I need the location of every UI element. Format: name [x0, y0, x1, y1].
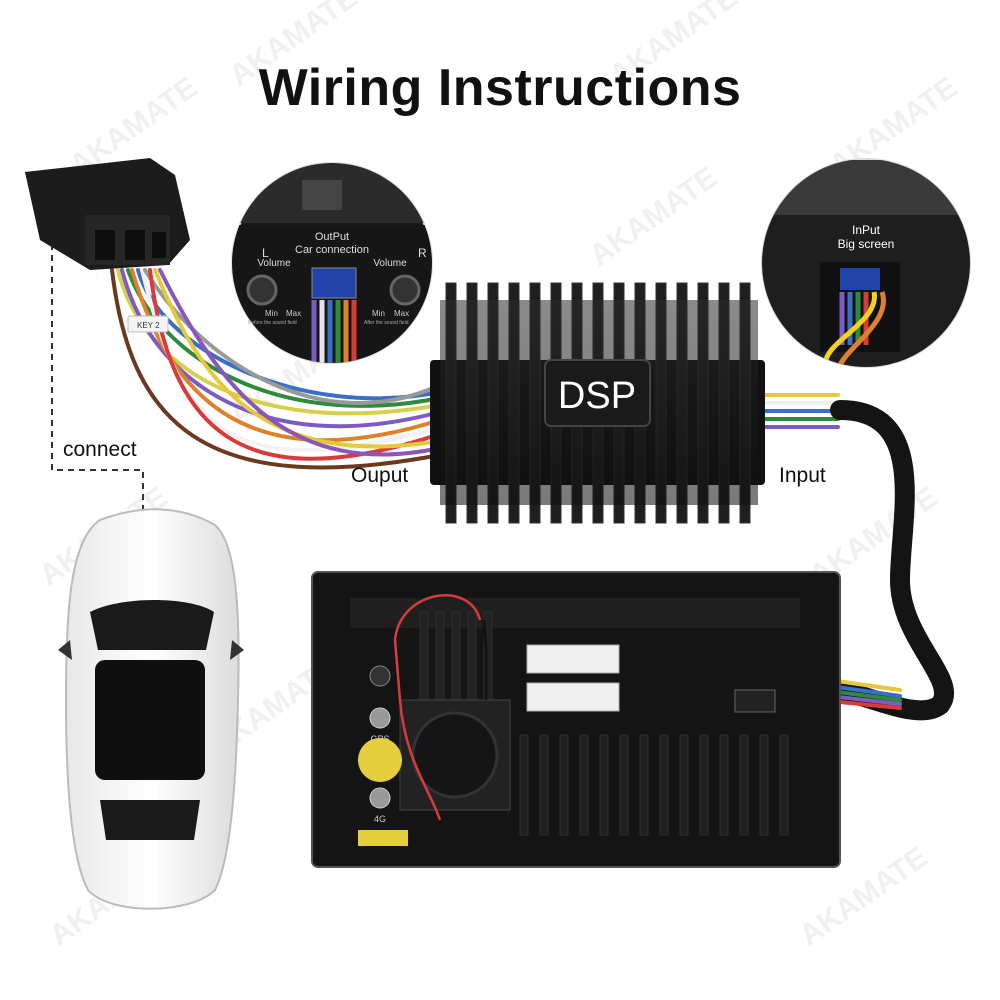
svg-text:KEY 2: KEY 2 — [137, 321, 160, 330]
svg-text:Min: Min — [265, 309, 278, 318]
car-top-view — [58, 508, 244, 910]
output-label: Ouput — [351, 464, 409, 487]
input-wire-harness — [758, 393, 840, 429]
right-channel-label: R — [418, 246, 427, 260]
volume-right-label: Volume — [373, 258, 407, 269]
svg-text:Min: Min — [372, 309, 385, 318]
output-zoom-circle: OutPut Car connection L R Volume Volume … — [231, 162, 433, 364]
output-subheading: Car connection — [295, 244, 369, 256]
left-channel-label: L — [262, 246, 269, 260]
svg-text:Max: Max — [286, 309, 301, 318]
input-zoom-circle: InPut Big screen — [761, 158, 971, 368]
head-unit-connector-bottom — [526, 682, 620, 712]
dsp-label: DSP — [558, 375, 636, 417]
input-sleeved-cable — [830, 400, 954, 721]
warning-sticker — [358, 738, 402, 782]
dsp-unit: DSP — [430, 282, 765, 524]
iso-connector: KEY 2 — [25, 158, 190, 333]
output-wire-harness — [110, 268, 442, 470]
connect-label: connect — [63, 438, 137, 461]
svg-text:Before the sound field: Before the sound field — [248, 320, 297, 326]
svg-text:Max: Max — [394, 309, 409, 318]
head-unit: GPS 4G — [311, 571, 841, 868]
svg-text:After the sound field: After the sound field — [364, 320, 409, 326]
page-title: Wiring Instructions — [258, 59, 742, 117]
input-subheading: Big screen — [838, 237, 895, 251]
connect-dashed-line — [51, 200, 144, 510]
head-unit-connector-top — [526, 644, 620, 674]
input-label: Input — [779, 464, 826, 487]
lte-port-label: 4G — [374, 814, 386, 824]
input-heading: InPut — [852, 223, 881, 237]
output-heading: OutPut — [315, 231, 349, 243]
volume-left-label: Volume — [257, 258, 291, 269]
